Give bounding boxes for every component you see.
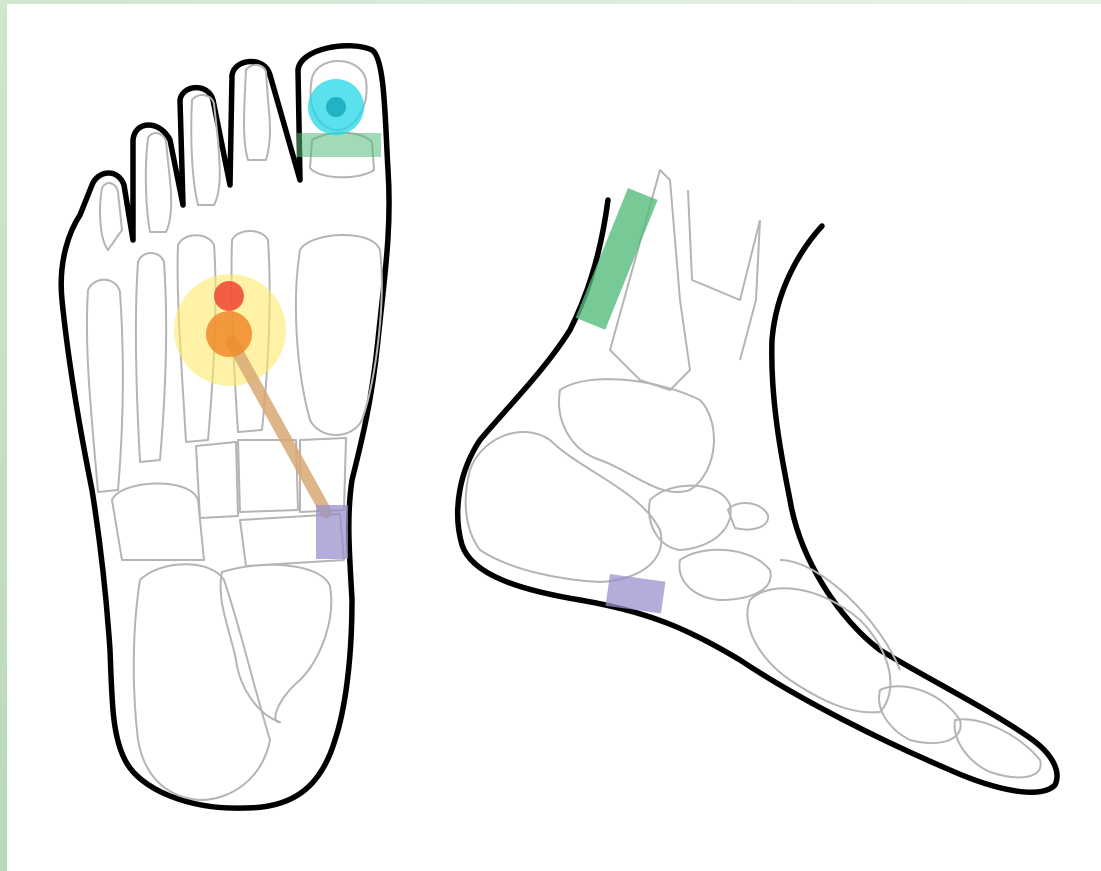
green-marker-toe [297, 133, 381, 157]
plantar-view [61, 46, 389, 808]
medial-view [458, 170, 1057, 792]
cyan-dot-toe [326, 97, 346, 117]
plantar-foot-outline [61, 46, 389, 808]
red-marker-dot [214, 281, 244, 311]
purple-marker-midfoot [316, 505, 348, 559]
orange-marker-dot [206, 311, 252, 357]
